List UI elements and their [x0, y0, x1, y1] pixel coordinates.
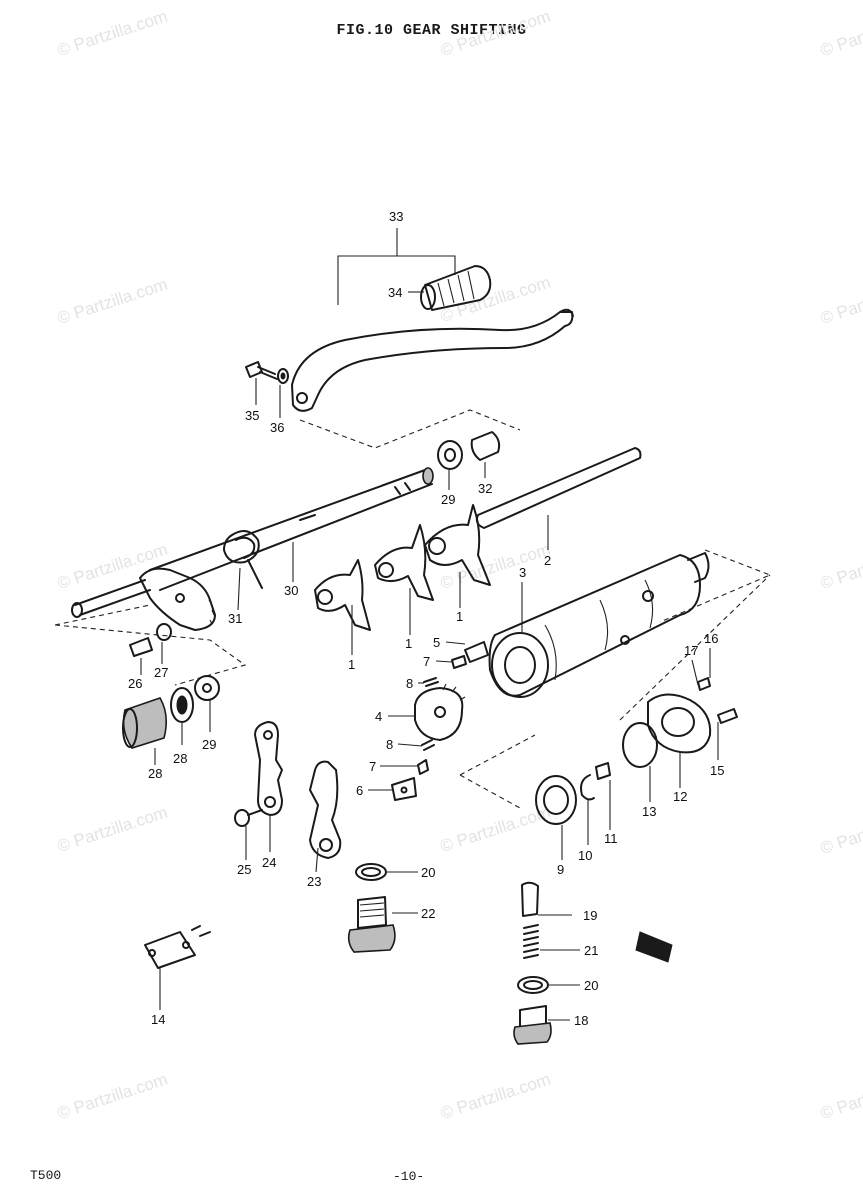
- callout-25: 25: [237, 862, 252, 877]
- callout-20: 20: [584, 978, 599, 993]
- pin-part: [417, 759, 429, 775]
- callout-12: 12: [673, 789, 688, 804]
- callout-6: 6: [356, 783, 364, 798]
- gear-shift-lever-part: [291, 308, 574, 412]
- shaft-oil-seal-part: [170, 687, 194, 723]
- callout-33: 33: [389, 209, 404, 224]
- spring-part: [423, 677, 439, 687]
- shaft-knob-part: [122, 697, 168, 749]
- assembly-outline-lever: [299, 409, 521, 449]
- neutral-spring-part: [523, 924, 539, 959]
- gear-shift-fork-part: [374, 524, 434, 601]
- lever-washer-part: [277, 368, 289, 384]
- gasket-washer-part: [517, 976, 549, 994]
- callout-35: 35: [245, 408, 260, 423]
- callout-17: 17: [684, 643, 699, 658]
- callout-7: 7: [423, 654, 431, 669]
- cam-cover-part: [647, 693, 712, 754]
- shaft-return-spring-part: [223, 530, 263, 589]
- callout-18: 18: [574, 1013, 589, 1028]
- clip-part: [129, 637, 153, 657]
- gasket-washer-part: [355, 863, 387, 881]
- shaft-cap-part: [470, 431, 501, 461]
- callout-32: 32: [478, 481, 493, 496]
- circlip-part: [580, 774, 595, 801]
- assembly-outline-shaft: [54, 604, 247, 686]
- cam-oil-seal-part: [535, 775, 577, 825]
- callout-27: 27: [154, 665, 169, 680]
- lever-plate-part: [254, 721, 283, 816]
- spring-part: [421, 739, 435, 751]
- tag-part: [635, 931, 673, 963]
- page-number: -10-: [393, 1169, 425, 1184]
- plate-part: [144, 925, 211, 969]
- callout-28: 28: [173, 751, 188, 766]
- callout-9: 9: [557, 862, 565, 877]
- gear-shift-cam-part: [488, 552, 710, 698]
- shaft-washer-part: [194, 675, 220, 701]
- callout-20: 20: [421, 865, 436, 880]
- model-label: T500: [30, 1168, 62, 1183]
- screw-part: [234, 809, 263, 827]
- callout-13: 13: [642, 804, 657, 819]
- callout-24: 24: [262, 855, 277, 870]
- neutral-pin-part: [521, 881, 539, 917]
- leader-lines: [140, 291, 719, 1021]
- callout-19: 19: [583, 908, 598, 923]
- callout-26: 26: [128, 676, 143, 691]
- callout-31: 31: [228, 611, 243, 626]
- pin-part: [451, 655, 467, 669]
- callout-1: 1: [348, 657, 356, 672]
- callout-23: 23: [307, 874, 322, 889]
- gear-shift-shaft-part: [71, 467, 434, 631]
- cam-guide-part: [391, 777, 417, 801]
- callout-22: 22: [421, 906, 436, 921]
- assembly-outline-drum: [459, 549, 772, 809]
- callout-28: 28: [148, 766, 163, 781]
- drain-plug-part: [347, 896, 396, 953]
- grip-rubber-part: [420, 265, 492, 311]
- callout-8: 8: [406, 676, 414, 691]
- callout-4: 4: [375, 709, 383, 724]
- pin-part: [595, 762, 611, 780]
- callout-36: 36: [270, 420, 285, 435]
- callout-29: 29: [202, 737, 217, 752]
- shaft-oil-seal-part: [437, 440, 463, 470]
- group-bracket-33: [337, 228, 456, 305]
- lever-part: [309, 760, 342, 859]
- callout-3: 3: [519, 565, 527, 580]
- callout-16: 16: [704, 631, 719, 646]
- cam-driven-gear-part: [414, 683, 466, 741]
- callout-15: 15: [710, 763, 725, 778]
- callout-34: 34: [388, 285, 403, 300]
- callout-10: 10: [578, 848, 593, 863]
- figure-title: FIG.10 GEAR SHIFTING: [336, 22, 527, 39]
- callout-2: 2: [544, 553, 552, 568]
- callout-8: 8: [386, 737, 394, 752]
- screw-part: [717, 708, 738, 724]
- lever-bolt-part: [245, 361, 278, 380]
- o-ring-part: [622, 722, 658, 768]
- washer-part: [156, 623, 172, 641]
- callout-30: 30: [284, 583, 299, 598]
- callout-7: 7: [369, 759, 377, 774]
- neutral-plug-part: [513, 1005, 552, 1045]
- callout-5: 5: [433, 635, 441, 650]
- gear-shift-fork-part: [424, 504, 491, 586]
- callout-14: 14: [151, 1012, 166, 1027]
- callout-21: 21: [584, 943, 599, 958]
- callout-1: 1: [405, 636, 413, 651]
- gear-shift-fork-part: [314, 559, 371, 631]
- callout-11: 11: [604, 831, 618, 846]
- callout-29: 29: [441, 492, 456, 507]
- callout-1: 1: [456, 609, 464, 624]
- screw-part: [697, 677, 711, 691]
- fork-shaft-part: [475, 447, 642, 529]
- cam-stopper-part: [464, 641, 489, 663]
